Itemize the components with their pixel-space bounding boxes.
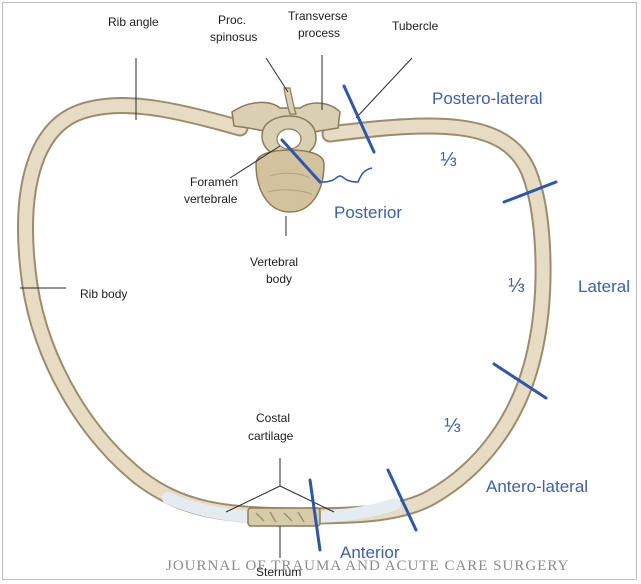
fraction-middle: ⅓: [508, 275, 525, 297]
journal-watermark: JOURNAL OF TRAUMA AND ACUTE CARE SURGERY: [166, 558, 569, 574]
label-proc-spinosus-2: spinosus: [210, 30, 257, 44]
posterior-brace: [322, 168, 372, 182]
label-costal-2: cartilage: [248, 429, 294, 443]
divider-posterior-right: [344, 86, 374, 152]
label-vertebral-1: Vertebral: [250, 255, 298, 269]
fraction-upper: ⅓: [440, 149, 457, 171]
label-costal-1: Costal: [256, 411, 290, 425]
label-foramen-1: Foramen: [190, 175, 238, 189]
label-rib-angle: Rib angle: [108, 15, 159, 29]
vertebra: [232, 88, 340, 212]
label-foramen-2: vertebrale: [184, 192, 238, 206]
region-posterior: Posterior: [334, 203, 402, 222]
region-lateral: Lateral: [578, 277, 630, 296]
leader-proc-spinosus: [266, 58, 288, 92]
label-tubercle: Tubercle: [392, 19, 439, 33]
sternum-bone: [248, 508, 320, 526]
region-postero-lateral: Postero-lateral: [432, 89, 543, 108]
label-transverse-1: Transverse: [288, 9, 348, 23]
fraction-lower: ⅓: [444, 415, 461, 437]
leader-tubercle: [356, 58, 412, 118]
label-transverse-2: process: [298, 26, 340, 40]
label-rib-body: Rib body: [80, 287, 127, 301]
region-antero-lateral: Antero-lateral: [486, 477, 588, 496]
label-vertebral-2: body: [266, 272, 292, 286]
label-proc-spinosus-1: Proc.: [218, 13, 246, 27]
